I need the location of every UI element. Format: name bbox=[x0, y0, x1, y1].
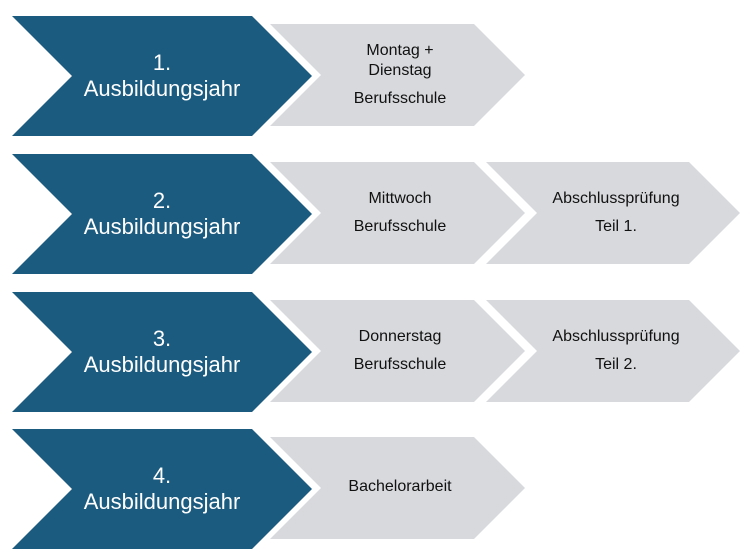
year-3-number: 3. bbox=[152, 326, 172, 351]
year-3-detail-text: Donnerstag Berufsschule bbox=[300, 300, 500, 402]
year-4-title: 4. Ausbildungsjahr bbox=[64, 429, 260, 549]
year-2-detail-chevron: Mittwoch Berufsschule bbox=[270, 162, 525, 264]
year-3-detail-chevron-polygon bbox=[270, 300, 525, 402]
year-1-detail-chevron-shape bbox=[270, 24, 525, 126]
year-3-exam-text: Abschlussprüfung Teil 2. bbox=[516, 300, 716, 402]
year-1-detail-chevron-polygon bbox=[270, 24, 525, 126]
year-3-chevron-polygon bbox=[12, 292, 312, 412]
year-4-detail-chevron-shape bbox=[270, 437, 525, 539]
year-1-detail-chevron: Montag + Dienstag Berufsschule bbox=[270, 24, 525, 126]
year-2-chevron: 2. Ausbildungsjahr bbox=[12, 154, 312, 274]
year-3-detail-chevron: Donnerstag Berufsschule bbox=[270, 300, 525, 402]
year-2-exam-line-1: Abschlussprüfung bbox=[552, 190, 680, 207]
year-2-detail-chevron-polygon bbox=[270, 162, 525, 264]
year-4-label: Ausbildungsjahr bbox=[83, 489, 241, 514]
year-1-chevron-shape bbox=[12, 16, 312, 136]
year-3-exam-line-1: Abschlussprüfung bbox=[552, 328, 680, 345]
timeline-row-year-1: 1. Ausbildungsjahr Montag + Dienstag Ber… bbox=[0, 16, 753, 136]
year-4-detail-chevron: Bachelorarbeit bbox=[270, 437, 525, 539]
year-3-detail-chevron-shape bbox=[270, 300, 525, 402]
year-3-chevron-shape bbox=[12, 292, 312, 412]
year-2-exam-chevron-polygon bbox=[486, 162, 740, 264]
year-2-exam-chevron-shape bbox=[486, 162, 740, 264]
year-2-chevron-polygon bbox=[12, 154, 312, 274]
year-3-exam-line-2: Teil 2. bbox=[595, 356, 637, 373]
year-1-detail-text: Montag + Dienstag Berufsschule bbox=[300, 24, 500, 126]
year-3-title: 3. Ausbildungsjahr bbox=[64, 292, 260, 412]
year-3-chevron: 3. Ausbildungsjahr bbox=[12, 292, 312, 412]
timeline-row-year-3: 3. Ausbildungsjahr Donnerstag Berufsschu… bbox=[0, 292, 753, 412]
year-4-detail-text: Bachelorarbeit bbox=[300, 437, 500, 539]
year-3-label: Ausbildungsjahr bbox=[83, 352, 241, 377]
year-1-detail-line-3: Berufsschule bbox=[353, 90, 447, 107]
year-1-chevron: 1. Ausbildungsjahr bbox=[12, 16, 312, 136]
year-2-detail-line-1: Mittwoch bbox=[368, 190, 432, 207]
timeline-row-year-2: 2. Ausbildungsjahr Mittwoch Berufsschule… bbox=[0, 154, 753, 274]
year-1-detail-line-1: Montag + bbox=[366, 42, 434, 59]
timeline-row-year-4: 4. Ausbildungsjahr Bachelorarbeit bbox=[0, 429, 753, 549]
year-2-number: 2. bbox=[152, 188, 172, 213]
year-1-title: 1. Ausbildungsjahr bbox=[64, 16, 260, 136]
year-2-detail-text: Mittwoch Berufsschule bbox=[300, 162, 500, 264]
year-4-chevron-polygon bbox=[12, 429, 312, 549]
year-2-label: Ausbildungsjahr bbox=[83, 214, 241, 239]
year-3-exam-chevron: Abschlussprüfung Teil 2. bbox=[486, 300, 740, 402]
year-3-exam-chevron-shape bbox=[486, 300, 740, 402]
year-1-label: Ausbildungsjahr bbox=[83, 76, 241, 101]
year-4-detail-chevron-polygon bbox=[270, 437, 525, 539]
year-3-detail-line-2: Berufsschule bbox=[353, 356, 447, 373]
year-2-exam-chevron: Abschlussprüfung Teil 1. bbox=[486, 162, 740, 264]
year-2-exam-line-2: Teil 1. bbox=[595, 218, 637, 235]
year-4-detail-line-1: Bachelorarbeit bbox=[348, 478, 452, 495]
year-2-detail-line-2: Berufsschule bbox=[353, 218, 447, 235]
year-3-detail-line-1: Donnerstag bbox=[358, 328, 442, 345]
year-4-number: 4. bbox=[152, 463, 172, 488]
year-2-exam-text: Abschlussprüfung Teil 1. bbox=[516, 162, 716, 264]
year-2-detail-chevron-shape bbox=[270, 162, 525, 264]
year-4-chevron-shape bbox=[12, 429, 312, 549]
year-1-number: 1. bbox=[152, 50, 172, 75]
year-1-chevron-polygon bbox=[12, 16, 312, 136]
year-2-title: 2. Ausbildungsjahr bbox=[64, 154, 260, 274]
year-1-detail-line-2: Dienstag bbox=[368, 62, 432, 79]
year-3-exam-chevron-polygon bbox=[486, 300, 740, 402]
year-2-chevron-shape bbox=[12, 154, 312, 274]
year-4-chevron: 4. Ausbildungsjahr bbox=[12, 429, 312, 549]
